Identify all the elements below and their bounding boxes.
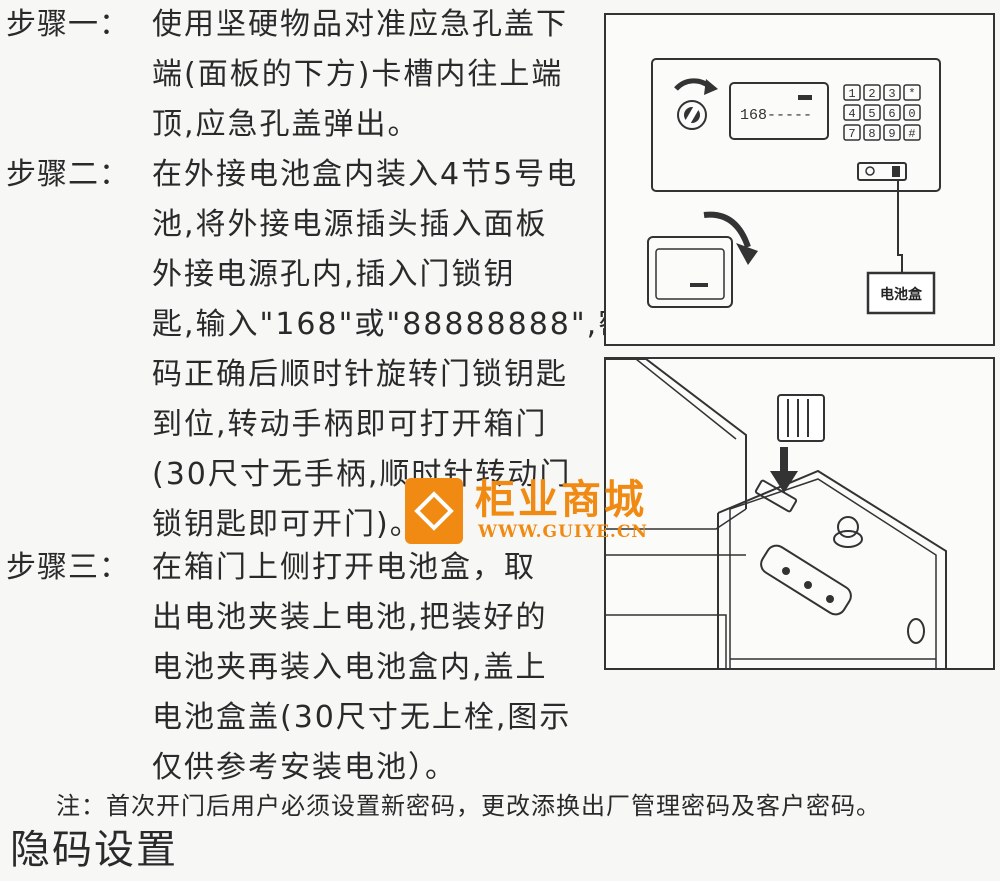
battery-box	[866, 271, 936, 315]
lcd-display-text: 168-----	[740, 107, 812, 124]
keypad-key: #	[903, 124, 921, 141]
step-2-label: 步骤二：	[6, 157, 130, 192]
keyhole-icon	[907, 618, 925, 644]
step-1-label: 步骤一：	[6, 7, 130, 42]
keypad-key: 7	[843, 124, 861, 141]
keypad-key-label: 3	[888, 87, 895, 101]
keypad-key-label: 0	[908, 107, 915, 121]
keypad-key-label: 9	[888, 127, 895, 141]
step-1-line: 端(面板的下方)卡槽内往上端	[152, 57, 564, 92]
keypad-key-label: *	[908, 87, 915, 101]
battery-cable	[897, 180, 903, 273]
lcd-indicator	[798, 95, 812, 100]
note-text: 注：首次开门后用户必须设置新密码，更改添换出厂管理密码及客户密码。	[56, 792, 881, 820]
keypad-key: 9	[883, 124, 901, 141]
step-1-line: 使用坚硬物品对准应急孔盖下	[152, 7, 568, 42]
keypad-key: 3	[883, 84, 901, 101]
rotate-arrow-icon	[703, 211, 758, 265]
step-3-label: 步骤三：	[6, 550, 130, 585]
door-diagram-figure	[604, 357, 995, 670]
keypad-key-label: 1	[848, 87, 855, 101]
keypad-key: 2	[863, 84, 881, 101]
keypad-key-label: 7	[848, 127, 855, 141]
keypad-key: 4	[843, 104, 861, 121]
keypad-key: *	[903, 84, 921, 101]
step-2-line: 锁钥匙即可开门)。	[152, 507, 422, 542]
step-3-line: 出电池夹装上电池,把装好的	[152, 600, 548, 635]
step-3-line: 在箱门上侧打开电池盒，取	[152, 550, 536, 585]
door-handle-icon	[760, 544, 852, 616]
safe-door-outline	[717, 469, 947, 668]
lcd-display	[729, 82, 829, 140]
step-3-line: 仅供参考安装电池）。	[152, 750, 457, 785]
step-3-line: 电池盒盖(30尺寸无上栓,图示	[152, 700, 572, 735]
keypad-key: 1	[843, 84, 861, 101]
door-knob-icon	[833, 516, 863, 548]
step-2-line: (30尺寸无手柄,顺时针转动门	[152, 457, 572, 492]
key-lock-icon	[674, 78, 718, 130]
control-panel-outline	[651, 58, 941, 192]
step-2-line: 在外接电池盒内装入4节5号电	[152, 157, 579, 192]
door-diagram-svg	[606, 359, 947, 668]
step-2-line: 池,将外接电源插头插入面板	[152, 207, 548, 242]
step-3-text: 在箱门上侧打开电池盒，取 出电池夹装上电池,把装好的 电池夹再装入电池盒内,盖上…	[152, 543, 592, 793]
down-arrow-icon	[770, 447, 798, 493]
step-2-line: 外接电源孔内,插入门锁钥	[152, 257, 516, 292]
keypad-key: 8	[863, 124, 881, 141]
safe-body-edge	[606, 359, 747, 509]
battery-box-label: 电池盒	[880, 286, 923, 303]
keypad-key: 5	[863, 104, 881, 121]
keypad-key-label: 6	[888, 107, 895, 121]
step-2-line: 码正确后顺时针旋转门锁钥匙	[152, 357, 568, 392]
battery-slot	[754, 479, 798, 513]
keypad-key-label: 4	[848, 107, 855, 121]
keypad-key-label: 8	[868, 127, 875, 141]
keypad-key-label: 5	[868, 107, 875, 121]
step-1-text: 使用坚硬物品对准应急孔盖下 端(面板的下方)卡槽内往上端 顶,应急孔盖弹出。	[152, 0, 592, 150]
power-socket	[857, 162, 907, 181]
step-2-line: 到位,转动手柄即可打开箱门	[152, 407, 548, 442]
keypad-key: 6	[883, 104, 901, 121]
keypad-key-label: #	[908, 127, 915, 141]
step-2-line: 匙,输入"168"或"88888888",密	[152, 307, 631, 342]
keypad-key-label: 2	[868, 87, 875, 101]
battery-clip-icon	[777, 394, 825, 442]
keypad-key: 0	[903, 104, 921, 121]
step-3-line: 电池夹再装入电池盒内,盖上	[152, 650, 548, 685]
step-1-line: 顶,应急孔盖弹出。	[152, 107, 420, 142]
emergency-cover-icon	[647, 236, 733, 308]
step-2-text: 在外接电池盒内装入4节5号电 池,将外接电源插头插入面板 外接电源孔内,插入门锁…	[152, 150, 631, 550]
section-title: 隐码设置	[10, 827, 178, 873]
